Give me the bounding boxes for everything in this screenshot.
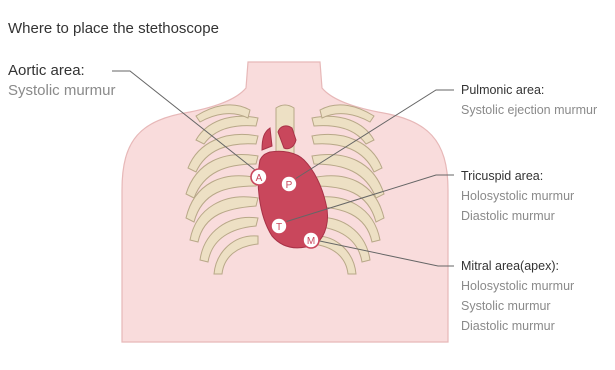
marker-mitral: M	[303, 232, 319, 248]
label-tricuspid: Tricuspid area: Holosystolic murmur Dias…	[461, 166, 574, 226]
label-aortic-note: Systolic murmur	[8, 81, 116, 101]
label-tricuspid-note-1: Holosystolic murmur	[461, 186, 574, 206]
label-tricuspid-name: Tricuspid area:	[461, 166, 574, 186]
label-pulmonic-name: Pulmonic area:	[461, 80, 597, 100]
label-aortic-name: Aortic area:	[8, 61, 116, 81]
label-mitral-note-2: Systolic murmur	[461, 296, 574, 316]
label-pulmonic: Pulmonic area: Systolic ejection murmur	[461, 80, 597, 120]
marker-pulmonic: P	[281, 176, 297, 192]
label-mitral-name: Mitral area(apex):	[461, 256, 574, 276]
marker-aortic: A	[251, 169, 267, 185]
label-aortic: Aortic area: Systolic murmur	[8, 61, 116, 101]
label-mitral: Mitral area(apex): Holosystolic murmur S…	[461, 256, 574, 336]
marker-tricuspid-letter: T	[276, 222, 282, 233]
label-mitral-note-1: Holosystolic murmur	[461, 276, 574, 296]
marker-mitral-letter: M	[307, 236, 315, 247]
label-pulmonic-note: Systolic ejection murmur	[461, 100, 597, 120]
marker-aortic-letter: A	[256, 173, 263, 184]
label-tricuspid-note-2: Diastolic murmur	[461, 206, 574, 226]
marker-pulmonic-letter: P	[286, 180, 293, 191]
label-mitral-note-3: Diastolic murmur	[461, 316, 574, 336]
marker-tricuspid: T	[271, 218, 287, 234]
